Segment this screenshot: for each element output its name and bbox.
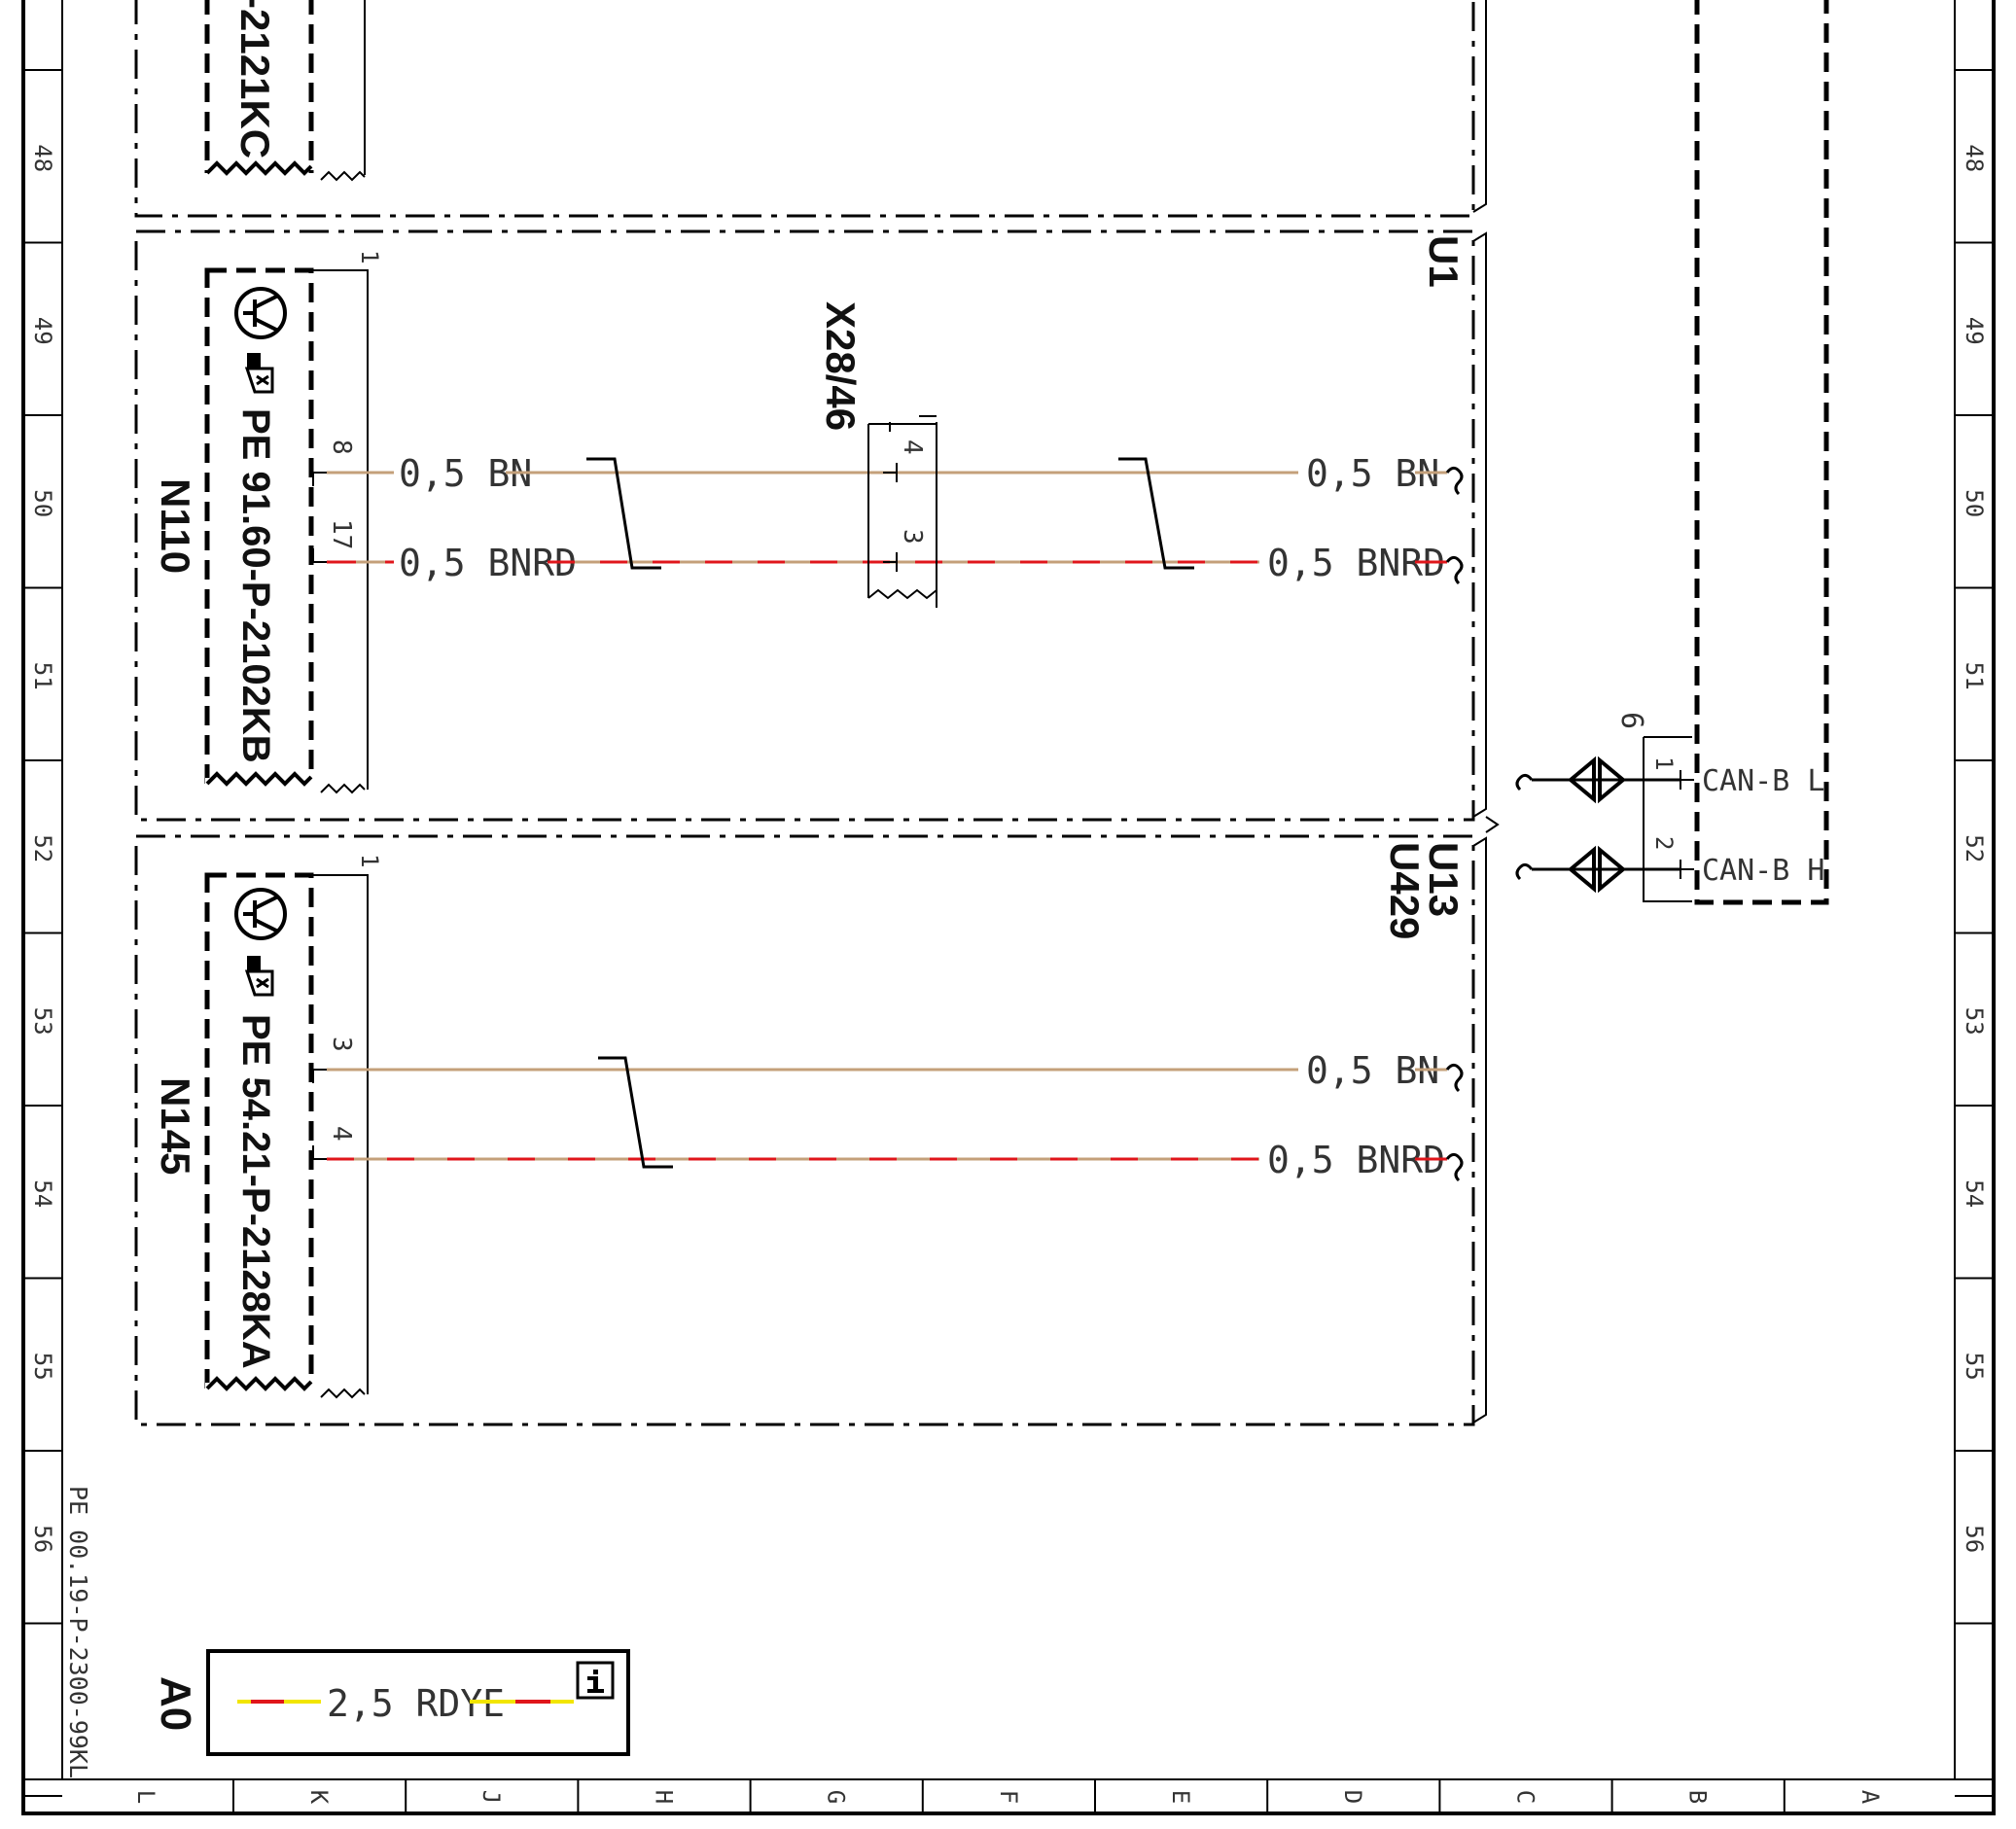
break-mark (205, 1376, 313, 1391)
bus-diode-icon (1567, 845, 1627, 894)
can-pin-l: 1 (1650, 756, 1678, 770)
n145-component: 1 PE 54.21-P-2128KA N145 U13 U429 3 4 0,… (134, 834, 1487, 1426)
col-label: J (477, 1790, 505, 1804)
row-label-right: 50 (1961, 489, 1988, 517)
row-label-left: 49 (29, 317, 56, 345)
u13-label: U13 (1421, 842, 1467, 917)
row-label-right: 52 (1961, 834, 1988, 862)
row-label-right: 55 (1961, 1353, 1988, 1381)
x28-pin-bottom: 3 (898, 529, 927, 545)
a0-label: A0 (152, 1676, 199, 1731)
col-label: B (1684, 1790, 1712, 1804)
n145-pin-bottom: 4 (327, 1126, 356, 1142)
outer-frame (21, 0, 1996, 1815)
col-label: D (1339, 1790, 1366, 1804)
col-label: L (132, 1790, 159, 1804)
x28-46-label: X28/46 (818, 301, 864, 431)
can-pin-h: 2 (1650, 836, 1678, 850)
transistor-icon (234, 287, 287, 339)
info-icon (576, 1661, 615, 1700)
top-partial-component: -2121KC (134, 0, 1487, 218)
twisted-pair-mark (586, 457, 661, 570)
doc-reference: PE 00.19-P-2300-99KL (64, 1486, 92, 1778)
col-ticks (232, 1779, 1786, 1813)
row-label-left: 52 (29, 834, 56, 862)
break-mark (205, 160, 313, 176)
n110-ref: PE 91.60-P-2102KB (234, 408, 277, 763)
col-label: E (1167, 1790, 1194, 1804)
hand-pointer-icon (244, 353, 274, 394)
col-label: F (995, 1790, 1022, 1804)
wire-continuation-icon (1445, 1063, 1464, 1093)
n145-pin-top: 3 (327, 1037, 356, 1052)
wire-continuation-icon (1445, 1152, 1464, 1182)
row-ticks (23, 69, 1994, 1797)
row-label-right: 56 (1961, 1525, 1988, 1553)
wire-continuation-icon (1445, 466, 1464, 496)
wire-continuation-icon (1515, 862, 1534, 881)
row-label-left: 55 (29, 1353, 56, 1381)
break-mark (205, 771, 313, 787)
n110-pin-bottom: 17 (327, 519, 356, 549)
bus-diode-icon (1567, 756, 1627, 804)
u1-label: U1 (1421, 235, 1467, 288)
col-label: H (650, 1790, 677, 1804)
col-label: A (1857, 1790, 1884, 1805)
col-label: K (305, 1790, 333, 1805)
n110-pin-top: 8 (327, 440, 356, 455)
transistor-icon (234, 888, 287, 940)
row-label-right: 48 (1961, 144, 1988, 172)
row-labels-right: 47484950515253545556 (1961, 144, 1988, 1553)
row-label-left: 53 (29, 1007, 56, 1036)
twisted-pair-mark (598, 1056, 673, 1169)
can-connector-number: 6 (1614, 712, 1648, 729)
u429-label: U429 (1382, 842, 1428, 939)
row-label-right: 53 (1961, 1007, 1988, 1036)
wire-continuation-icon (1515, 773, 1534, 791)
twisted-pair-mark (1118, 457, 1194, 570)
top-partial-code: -2121KC (232, 0, 278, 158)
n110-wire-bottom-label: 0,5 BNRD (399, 542, 577, 584)
row-label-left: 56 (29, 1525, 56, 1553)
row-label-left: 51 (29, 662, 56, 690)
x28-46-connector: X28/46 4 3 (818, 301, 937, 608)
wire-continuation-icon (1445, 555, 1464, 585)
n145-name: N145 (153, 1077, 198, 1175)
n110-component: 1 PE 91.60-P-2102KB N110 U1 8 17 0,5 BN … (134, 229, 1500, 833)
can-b-h-label: CAN-B H (1702, 854, 1824, 888)
n110-name: N110 (153, 478, 198, 574)
n145-ref: PE 54.21-P-2128KA (234, 1014, 277, 1369)
col-label: G (823, 1790, 850, 1804)
hand-pointer-icon (244, 956, 274, 997)
x28-pin-top: 4 (898, 440, 927, 455)
row-label-right: 54 (1961, 1179, 1988, 1208)
a0-legend: A0 2,5 RDYE (152, 1649, 630, 1756)
can-b-l-label: CAN-B L (1702, 764, 1824, 798)
n145-connector-pin: 1 (356, 854, 383, 867)
row-labels-left: 47484950515253545556 (29, 144, 56, 1553)
can-b-connector: 6 1 2 CAN-B L CAN-B H (1515, 0, 1829, 905)
n110-connector-pin: 1 (356, 250, 383, 264)
row-label-right: 49 (1961, 317, 1988, 345)
row-label-left: 48 (29, 144, 56, 172)
row-label-left: 50 (29, 489, 56, 517)
row-label-right: 51 (1961, 662, 1988, 690)
col-label: C (1511, 1790, 1539, 1804)
row-label-left: 54 (29, 1179, 56, 1208)
